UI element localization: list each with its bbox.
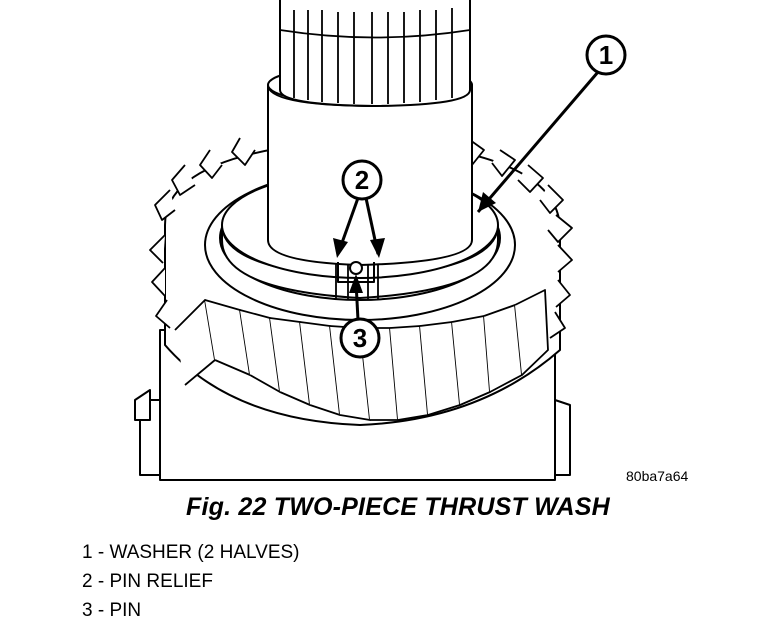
legend-item: 1 - WASHER (2 HALVES) bbox=[82, 542, 300, 563]
background-gear-teeth bbox=[134, 389, 571, 476]
splines bbox=[279, 8, 471, 104]
callout-2: 2 bbox=[333, 159, 385, 258]
callout-3: 3 bbox=[339, 274, 381, 359]
legend-item: 2 - PIN RELIEF bbox=[82, 571, 213, 592]
legend-text: PIN bbox=[109, 600, 142, 621]
image-code: 80ba7a64 bbox=[626, 468, 689, 484]
svg-text:1: 1 bbox=[599, 40, 613, 70]
svg-text:2: 2 bbox=[355, 165, 369, 195]
pin bbox=[349, 261, 363, 275]
legend-number: 1 bbox=[82, 542, 93, 563]
splined-shaft bbox=[279, 0, 471, 107]
legend-text: WASHER (2 HALVES) bbox=[109, 542, 300, 563]
figure-caption: Fig. 22 TWO-PIECE THRUST WASH bbox=[186, 493, 610, 521]
legend-number: 2 bbox=[82, 571, 93, 592]
legend: 1 - WASHER (2 HALVES) 2 - PIN RELIEF 3 -… bbox=[82, 538, 300, 625]
legend-item: 3 - PIN bbox=[82, 600, 142, 621]
legend-number: 3 bbox=[82, 600, 93, 621]
svg-text:3: 3 bbox=[353, 323, 367, 353]
callout-1: 1 bbox=[476, 34, 627, 213]
thrust-washer-illustration: 1 2 3 bbox=[134, 0, 627, 481]
legend-text: PIN RELIEF bbox=[109, 571, 213, 592]
